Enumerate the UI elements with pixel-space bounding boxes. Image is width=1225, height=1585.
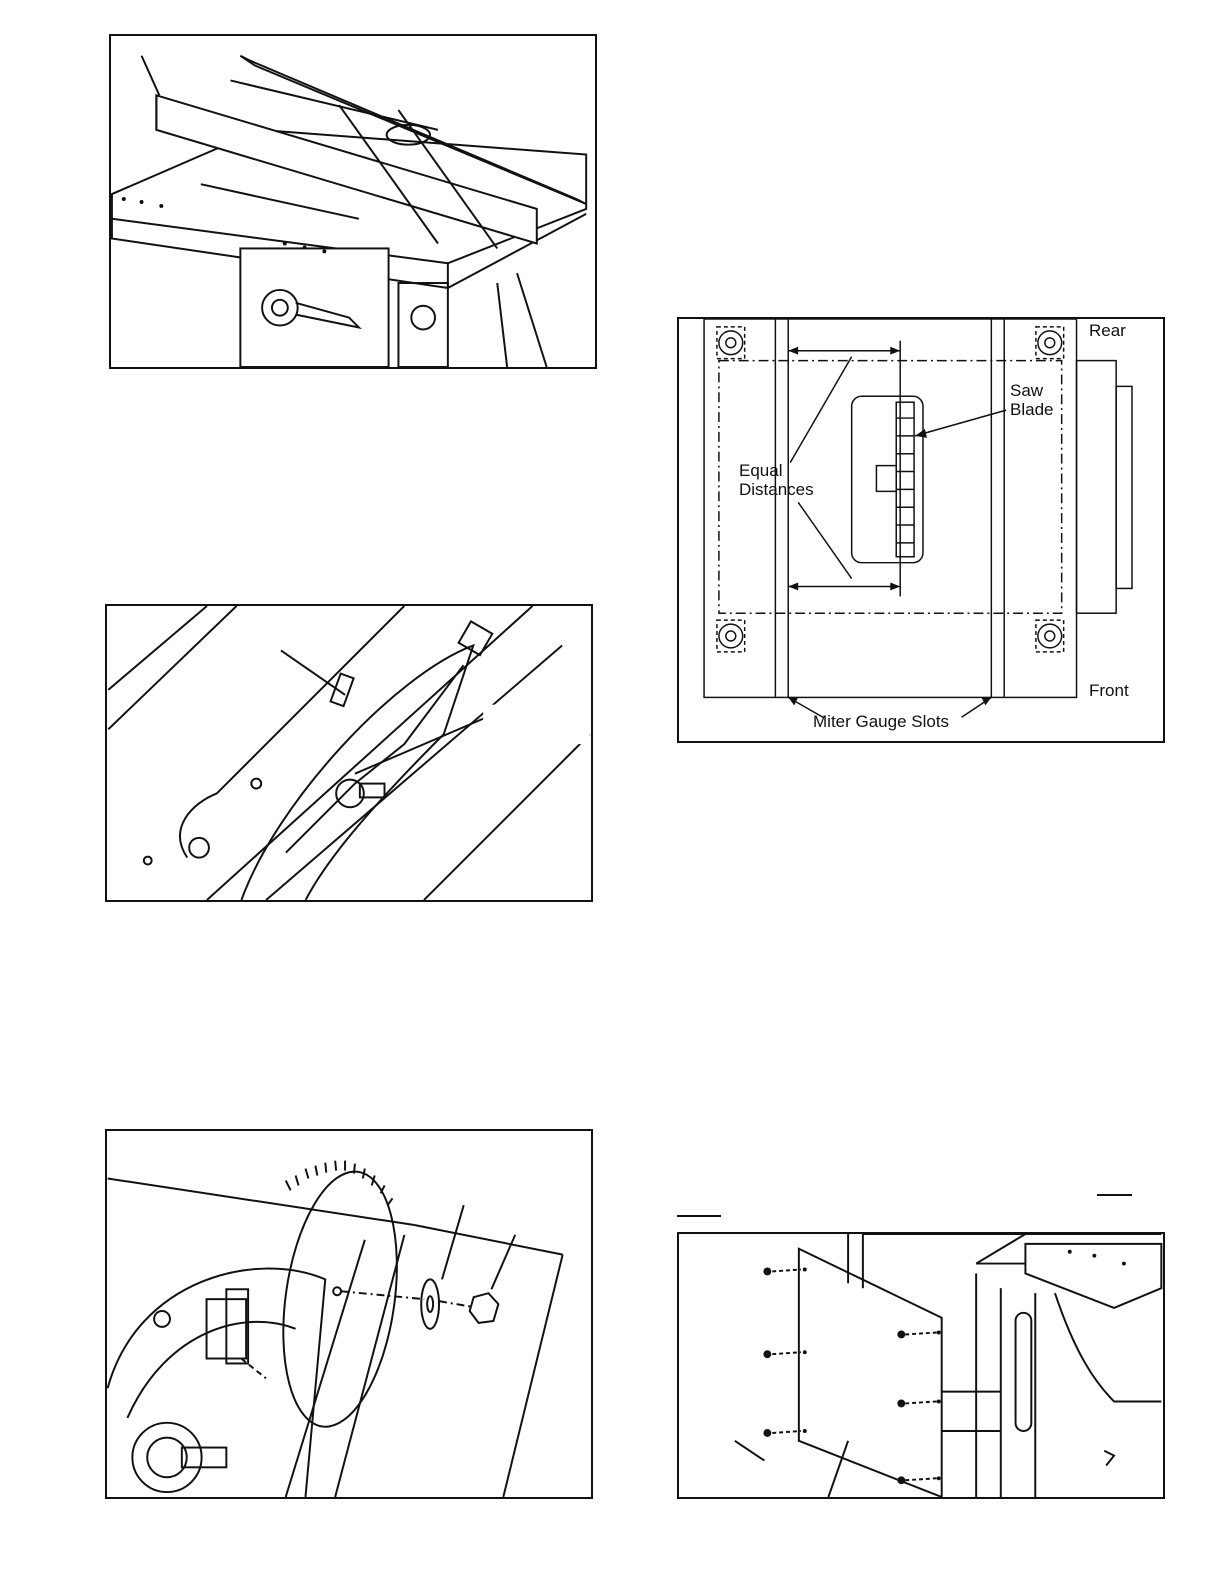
- figure-blade-closeup: [105, 604, 593, 902]
- figure-alignment-diagram: Rear Front Saw Blade Equal Distances Mit…: [677, 317, 1165, 743]
- blade-install-drawing: [107, 1131, 591, 1497]
- figure-cover-panel: [677, 1232, 1165, 1499]
- front-label: Front: [1089, 681, 1129, 700]
- cover-panel-drawing: [679, 1234, 1163, 1497]
- table-fence-drawing: [111, 36, 595, 367]
- miter-gauge-slots-label: Miter Gauge Slots: [813, 712, 949, 731]
- alignment-drawing: [679, 319, 1163, 741]
- underline-mark-right: [1097, 1194, 1132, 1196]
- figure-table-fence: [109, 34, 597, 369]
- rear-label: Rear: [1089, 321, 1126, 340]
- equal-distances-label-1: Equal: [739, 461, 782, 480]
- underline-mark-left: [677, 1215, 721, 1217]
- saw-blade-label-2: Blade: [1010, 400, 1053, 419]
- blade-closeup-drawing: [107, 606, 591, 900]
- saw-blade-label-1: Saw: [1010, 381, 1043, 400]
- figure-blade-install: [105, 1129, 593, 1499]
- equal-distances-label-2: Distances: [739, 480, 814, 499]
